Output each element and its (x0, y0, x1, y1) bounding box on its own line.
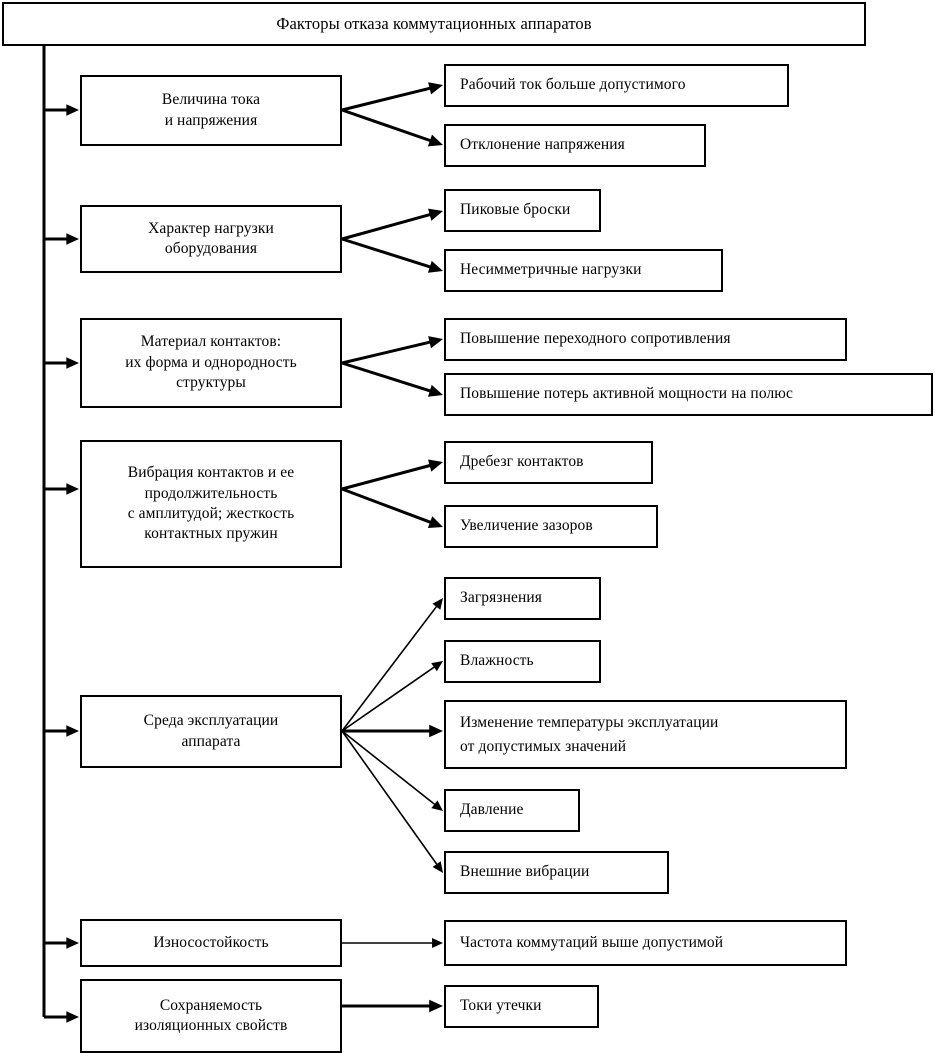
effect-box-contact-resistance-increase: Повышение переходного сопротивления (444, 318, 847, 361)
effect-box-voltage-deviation-label: Отклонение напряжения (460, 136, 625, 154)
effect-box-pressure: Давление (444, 789, 580, 832)
arrow-contact-material-to-active-power-loss-increase-shaft (341, 361, 432, 393)
effect-box-external-vibration: Внешние вибрации (444, 851, 669, 894)
category-box-contact-material: Материал контактов: их форма и однородно… (80, 318, 342, 408)
effect-box-external-vibration-label: Внешние вибрации (460, 863, 590, 881)
arrow-load-character-to-asymmetric-loads-shaft (341, 237, 432, 269)
arrow-operating-environment-to-humidity-shaft (341, 666, 436, 732)
effect-box-contact-resistance-increase-label: Повышение переходного сопротивления (460, 330, 731, 348)
effect-box-contact-bounce-label: Дребезг контактов (460, 453, 584, 471)
category-box-contact-vibration-label: Вибрация контактов и ее продолжительност… (127, 464, 295, 543)
arrow-operating-environment-to-pressure-head (431, 800, 443, 811)
arrow-load-character-to-peak-surges-shaft (341, 212, 432, 241)
arrow-operating-environment-to-external-vibration-shaft (341, 730, 438, 866)
arrow-spine-to-contact-material-head (66, 357, 79, 369)
effect-box-working-current-above-allowed-label: Рабочий ток больше допустимого (460, 76, 686, 94)
arrow-operating-environment-to-humidity-head (431, 661, 443, 672)
effect-box-asymmetric-loads-label: Несимметричные нагрузки (460, 261, 642, 279)
category-box-insulation-retention-label: Сохраняемость изоляционных свойств (134, 996, 288, 1034)
arrow-contact-vibration-to-contact-bounce-shaft (341, 463, 432, 491)
effect-box-switching-frequency-above-allowed-label: Частота коммутаций выше допустимой (460, 933, 724, 951)
category-box-load-character: Характер нагрузки оборудования (80, 205, 342, 273)
arrow-current-voltage-to-voltage-deviation-shaft (341, 108, 432, 143)
category-box-contact-vibration: Вибрация контактов и ее продолжительност… (80, 440, 342, 568)
arrow-operating-environment-to-contamination-shaft (341, 605, 438, 732)
category-box-wear-resistance-label: Износостойкость (153, 933, 269, 951)
arrow-current-voltage-to-working-current-above-allowed-shaft (341, 86, 432, 112)
category-box-operating-environment-label: Среда эксплуатации аппарата (143, 712, 279, 750)
arrow-spine-to-operating-environment-head (66, 725, 79, 737)
arrow-spine-to-wear-resistance-head (66, 937, 79, 949)
effect-box-contamination-label: Загрязнения (460, 589, 542, 607)
category-box-contact-material-label: Материал контактов: их форма и однородно… (125, 333, 297, 392)
effect-box-operating-temperature-change-label: Изменение температуры эксплуатации от до… (460, 714, 719, 755)
effect-box-active-power-loss-increase: Повышение потерь активной мощности на по… (444, 373, 933, 416)
effect-box-humidity: Влажность (444, 640, 601, 683)
effect-box-gap-increase-label: Увеличение зазоров (460, 517, 593, 535)
effect-box-gap-increase: Увеличение зазоров (444, 505, 658, 548)
arrow-wear-resistance-to-switching-frequency-above-allowed-head (432, 938, 443, 948)
arrow-spine-to-insulation-retention-head (66, 1011, 79, 1023)
category-box-current-voltage-label: Величина тока и напряжения (161, 91, 261, 129)
diagram-title-box: Факторы отказа коммутационных аппаратов (2, 2, 866, 46)
effect-box-voltage-deviation: Отклонение напряжения (444, 124, 706, 167)
category-box-operating-environment: Среда эксплуатации аппарата (80, 695, 342, 768)
arrow-operating-environment-to-operating-temperature-change-head (429, 724, 443, 738)
diagram-title-box-label: Факторы отказа коммутационных аппаратов (276, 14, 592, 34)
arrow-current-voltage-to-working-current-above-allowed-head (428, 82, 443, 95)
arrow-spine-to-contact-vibration-head (66, 483, 79, 495)
arrow-contact-material-to-contact-resistance-increase-head (428, 336, 443, 349)
effect-box-leakage-currents: Токи утечки (444, 985, 599, 1028)
arrow-contact-material-to-contact-resistance-increase-shaft (341, 340, 432, 365)
effect-box-peak-surges-label: Пиковые броски (460, 201, 571, 219)
effect-box-contamination: Загрязнения (444, 577, 601, 620)
arrow-load-character-to-asymmetric-loads-head (427, 260, 443, 273)
arrow-spine-to-current-voltage-head (66, 104, 79, 116)
arrow-insulation-retention-to-leakage-currents-head (429, 999, 443, 1013)
effect-box-operating-temperature-change: Изменение температуры эксплуатации от до… (444, 700, 847, 769)
effect-box-active-power-loss-increase-label: Повышение потерь активной мощности на по… (460, 385, 793, 403)
arrow-contact-vibration-to-gap-increase-head (427, 516, 443, 528)
arrow-current-voltage-to-voltage-deviation-head (427, 134, 443, 147)
category-box-load-character-label: Характер нагрузки оборудования (148, 219, 274, 257)
arrow-operating-environment-to-contamination-head (432, 598, 443, 610)
arrow-contact-material-to-active-power-loss-increase-head (427, 384, 443, 397)
arrow-spine-to-load-character-head (66, 233, 79, 245)
arrow-contact-vibration-to-contact-bounce-head (428, 459, 443, 472)
effect-box-leakage-currents-label: Токи утечки (460, 997, 542, 1015)
arrow-operating-environment-to-pressure-shaft (341, 730, 436, 806)
arrow-contact-vibration-to-gap-increase-shaft (341, 487, 432, 524)
category-box-insulation-retention: Сохраняемость изоляционных свойств (80, 979, 342, 1053)
effect-box-peak-surges: Пиковые броски (444, 189, 601, 232)
effect-box-asymmetric-loads: Несимметричные нагрузки (444, 249, 723, 292)
effect-box-working-current-above-allowed: Рабочий ток больше допустимого (444, 64, 789, 107)
effect-box-switching-frequency-above-allowed: Частота коммутаций выше допустимой (444, 920, 847, 966)
effect-box-pressure-label: Давление (460, 801, 524, 819)
arrow-load-character-to-peak-surges-head (428, 208, 443, 221)
arrow-operating-environment-to-external-vibration-head (432, 861, 443, 873)
category-box-wear-resistance: Износостойкость (80, 919, 342, 967)
effect-box-contact-bounce: Дребезг контактов (444, 441, 653, 484)
effect-box-humidity-label: Влажность (460, 652, 534, 670)
category-box-current-voltage: Величина тока и напряжения (80, 75, 342, 146)
